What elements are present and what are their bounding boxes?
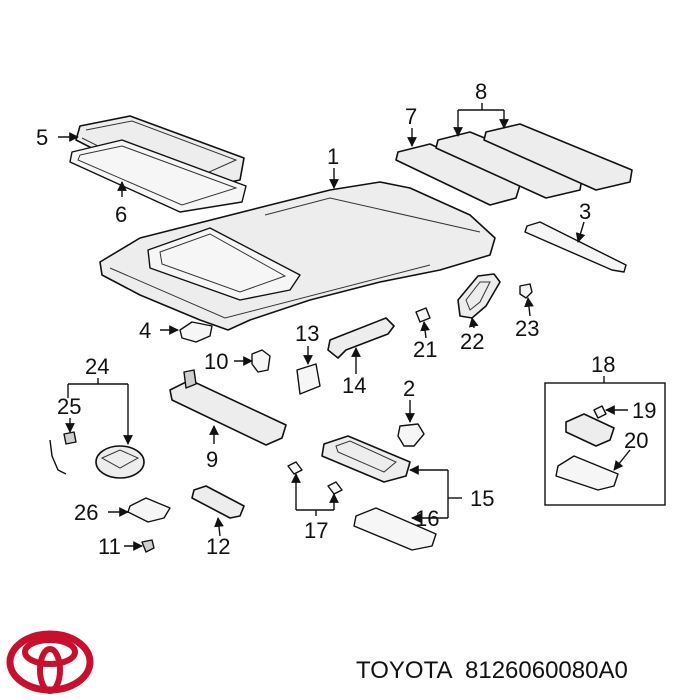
label-17: 17	[304, 518, 328, 543]
label-10: 10	[204, 349, 228, 374]
label-8: 8	[475, 79, 487, 104]
part-22-bezel	[457, 273, 501, 319]
label-22: 22	[460, 329, 484, 354]
label-14: 14	[342, 373, 366, 398]
part-number: 8126060080A0	[465, 657, 628, 684]
toyota-logo	[6, 630, 94, 694]
label-9: 9	[206, 447, 218, 472]
label-21: 21	[413, 337, 437, 362]
part-8-roof-panel-left	[435, 131, 583, 199]
part-15-dome-lamp	[321, 435, 411, 483]
part-18-lamp-housing	[565, 413, 615, 447]
part-11-screw	[141, 539, 155, 553]
label-2: 2	[403, 376, 415, 401]
part-18-inset-box	[544, 382, 666, 506]
label-19: 19	[632, 398, 656, 423]
label-11: 11	[98, 534, 121, 559]
label-16: 16	[415, 506, 439, 531]
part-21-clip	[415, 307, 431, 323]
part-3-weatherstrip	[524, 221, 627, 273]
brand-name: TOYOTA	[356, 657, 452, 684]
label-4: 4	[139, 318, 151, 343]
label-15: 15	[470, 486, 494, 511]
label-20: 20	[624, 428, 648, 453]
part-8-roof-panel-right	[483, 123, 633, 191]
footer-text: TOYOTA 8126060080A0	[356, 657, 628, 684]
label-26: 26	[74, 500, 98, 525]
part-17-bulb-right	[327, 481, 343, 495]
part-2-push-clip	[397, 423, 425, 447]
leader-lines	[58, 103, 631, 551]
label-6: 6	[115, 202, 127, 227]
label-24: 24	[85, 354, 109, 379]
label-3: 3	[579, 199, 591, 224]
label-13: 13	[295, 321, 319, 346]
part-17-bulb-left	[287, 461, 303, 475]
label-5: 5	[36, 125, 48, 150]
part-10-clip	[251, 349, 271, 373]
label-1: 1	[327, 144, 339, 169]
part-13-cover	[296, 363, 321, 395]
label-23: 23	[515, 316, 539, 341]
part-23-clip	[519, 283, 533, 299]
part-9-sun-visor	[169, 369, 287, 446]
part-19-bulb	[593, 405, 607, 419]
part-4-lens	[179, 321, 213, 343]
part-6-sunroof-seal	[69, 139, 247, 213]
part-12-visor-holder	[191, 485, 245, 519]
label-12: 12	[206, 534, 230, 559]
label-18: 18	[591, 352, 615, 377]
label-7: 7	[405, 104, 417, 129]
part-7-roof-panel	[395, 143, 521, 206]
part-16-lamp-lens	[353, 507, 437, 551]
callout-labels: 5 6 1 7 8 3 4 10 13 14 21 22 23 2 9 24 2…	[36, 79, 656, 559]
part-24-lamp-assembly	[95, 445, 145, 479]
part-1-headliner	[99, 181, 496, 331]
part-20-lamp-lens	[555, 455, 619, 491]
part-14-assist-grip	[327, 317, 395, 359]
label-25: 25	[57, 394, 81, 419]
part-25-wire-harness	[49, 431, 77, 475]
part-26-bracket	[127, 497, 171, 523]
